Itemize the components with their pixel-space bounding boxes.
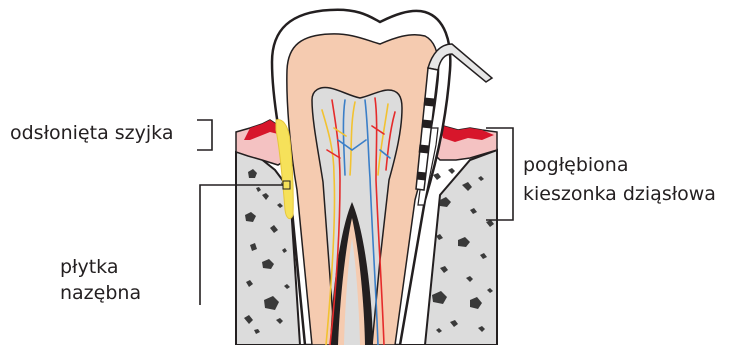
label-exposed-neck: odsłonięta szyjka — [10, 121, 173, 145]
label-pocket-line1: pogłębiona — [523, 153, 628, 177]
plaque-pointer-marker — [283, 181, 290, 189]
label-pocket-line2: kieszonka dziąsłowa — [523, 182, 716, 206]
label-plaque-line2: nazębna — [60, 281, 141, 305]
bracket-exposed-neck — [197, 120, 212, 150]
label-plaque-line1: płytka — [60, 255, 118, 279]
